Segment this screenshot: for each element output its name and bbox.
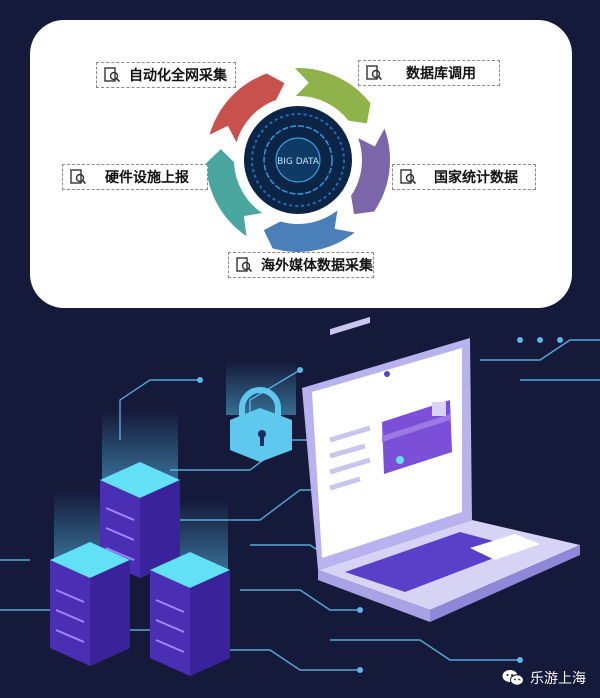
credit-card-icon <box>382 400 452 474</box>
source-label-text: 海外媒体数据采集 <box>261 258 373 274</box>
watermark-text: 乐游上海 <box>530 671 586 687</box>
source-label-web-crawl: 自动化全网采集 <box>96 62 236 88</box>
source-label-text: 数据库调用 <box>406 66 476 82</box>
source-label-text: 国家统计数据 <box>434 170 518 186</box>
server-icon <box>50 542 130 666</box>
magnifier-doc-icon <box>104 67 121 83</box>
padlock-icon <box>230 387 292 462</box>
source-label-text: 硬件设施上报 <box>105 170 189 186</box>
magnifier-doc-icon <box>70 169 87 185</box>
magnifier-doc-icon <box>366 65 383 81</box>
wechat-icon <box>502 670 524 686</box>
laptop-icon <box>302 316 580 622</box>
magnifier-doc-icon <box>400 169 417 185</box>
server-icon <box>100 462 180 578</box>
source-label-hardware: 硬件设施上报 <box>62 164 208 190</box>
watermark: 乐游上海 <box>502 668 586 688</box>
source-label-overseas-media: 海外媒体数据采集 <box>228 252 374 278</box>
server-icon <box>150 552 230 676</box>
source-label-national-stats: 国家统计数据 <box>392 164 536 190</box>
source-label-text: 自动化全网采集 <box>129 68 227 84</box>
source-label-database: 数据库调用 <box>358 60 500 86</box>
magnifier-doc-icon <box>236 257 253 273</box>
